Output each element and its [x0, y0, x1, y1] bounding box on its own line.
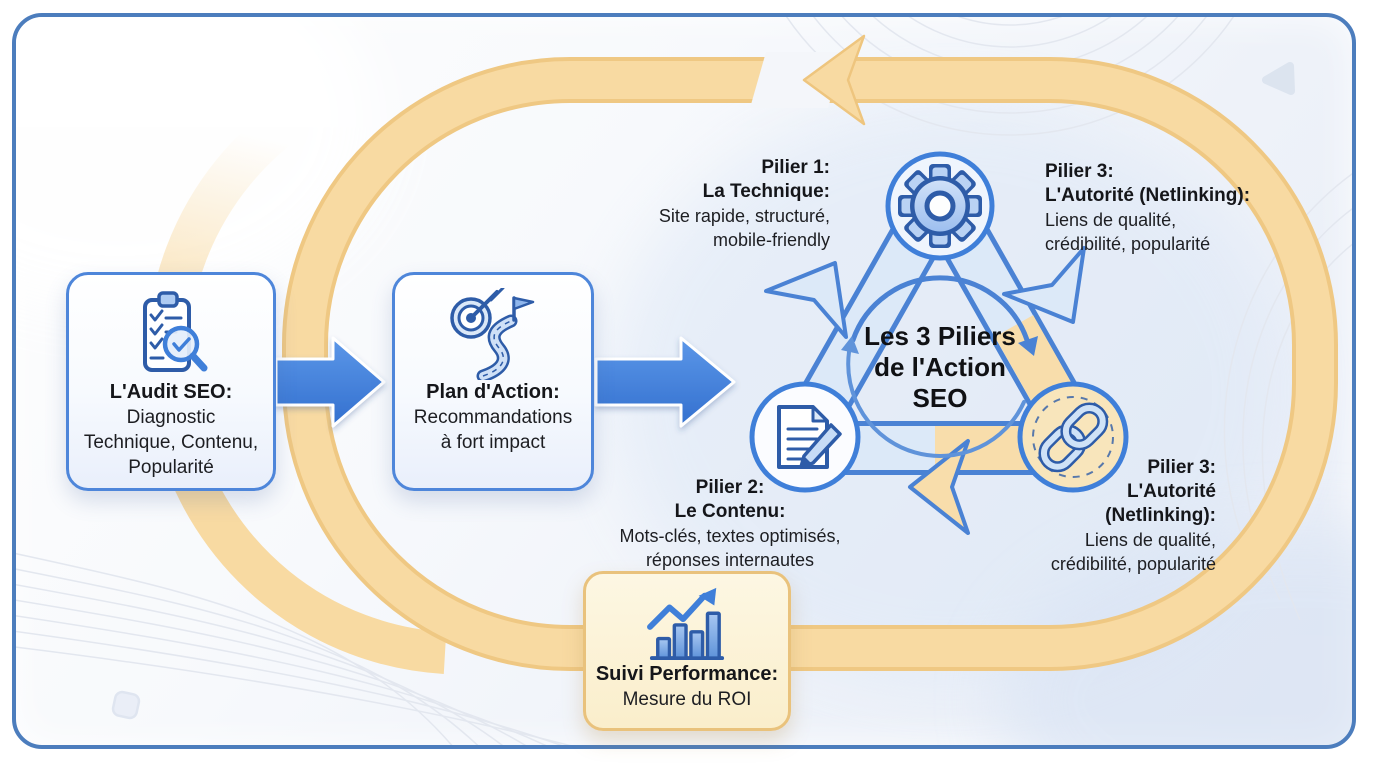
audit-title: L'Audit SEO: — [109, 381, 233, 403]
pillar3-top-label: Pilier 3: L'Autorité (Netlinking): Liens… — [1045, 160, 1345, 256]
pillar3-top-body: Liens de qualité, crédibilité, popularit… — [1045, 210, 1211, 254]
suivi-performance-box: Suivi Performance: Mesure du ROI — [583, 571, 791, 731]
pillar2-label: Pilier 2: Le Contenu: Mots-clés, textes … — [575, 476, 885, 572]
center-title: Les 3 Piliers de l'Action SEO — [864, 321, 1016, 413]
audit-body: Diagnostic Technique, Contenu, Popularit… — [83, 407, 259, 478]
suivi-body: Mesure du ROI — [622, 689, 752, 710]
pillar1-subtitle: La Technique: — [702, 181, 830, 202]
pillar2-title: Pilier 2: — [695, 477, 765, 498]
plan-title: Plan d'Action: — [426, 381, 560, 403]
plan-action-box: Plan d'Action: Recommandations à fort im… — [392, 272, 594, 491]
suivi-title: Suivi Performance: — [595, 663, 779, 685]
pillar3-bottom-label: Pilier 3: L'Autorité (Netlinking): Liens… — [956, 456, 1216, 576]
plan-body: Recommandations à fort impact — [413, 407, 573, 453]
pillar1-body: Site rapide, structuré, mobile-friendly — [658, 206, 830, 250]
clipboard-magnifier-icon — [143, 291, 208, 372]
audit-seo-box: L'Audit SEO: Diagnostic Technique, Conte… — [66, 272, 276, 491]
pillar1-label: Pilier 1: La Technique: Site rapide, str… — [530, 156, 830, 252]
target-roadmap-icon — [450, 288, 535, 380]
pillar3-bottom-subtitle: L'Autorité (Netlinking): — [1105, 481, 1216, 526]
pillar3-bottom-body: Liens de qualité, crédibilité, popularit… — [1050, 530, 1216, 574]
pillar3-top-title: Pilier 3: — [1045, 161, 1114, 182]
pillar3-top-subtitle: L'Autorité (Netlinking): — [1045, 185, 1251, 206]
pillar1-title: Pilier 1: — [761, 157, 830, 178]
pillar2-subtitle: Le Contenu: — [674, 501, 786, 522]
pillar2-body: Mots-clés, textes optimisés, réponses in… — [619, 526, 841, 570]
pillar3-bottom-title: Pilier 3: — [1147, 457, 1216, 478]
growth-chart-icon — [647, 587, 725, 661]
